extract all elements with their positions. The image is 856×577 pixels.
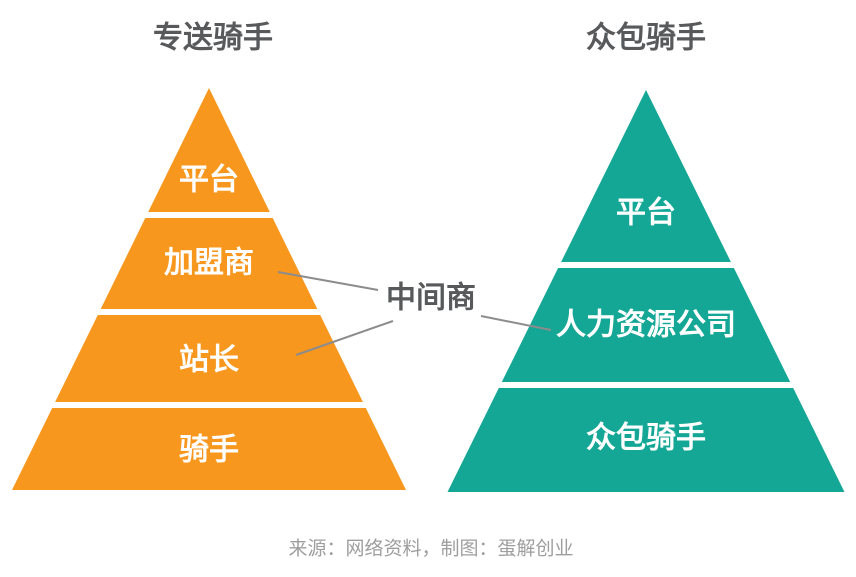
right-layer-crowdsourced-rider-shape bbox=[447, 388, 845, 492]
left-layer-franchisee-shape bbox=[100, 218, 318, 309]
middleman-label: 中间商 bbox=[386, 282, 476, 315]
left-layer-platform-label: 平台 bbox=[179, 163, 239, 197]
left-layer-rider-label: 骑手 bbox=[179, 434, 239, 467]
left-pyramid-title: 专送骑手 bbox=[153, 22, 273, 55]
connector-line-station-master bbox=[295, 320, 394, 356]
connector-line-hr-company bbox=[480, 315, 552, 331]
right-pyramid-title: 众包骑手 bbox=[586, 21, 706, 55]
right-layer-hr-company-shape bbox=[501, 268, 791, 382]
source-caption: 来源：网络资料，制图：蛋解创业 bbox=[288, 538, 573, 560]
right-layer-platform-shape bbox=[561, 90, 731, 262]
left-layer-rider-shape bbox=[12, 408, 406, 490]
left-layer-platform-shape bbox=[148, 88, 270, 212]
left-layer-franchisee-label: 加盟商 bbox=[164, 247, 254, 280]
connector-lines bbox=[277, 271, 552, 356]
left-pyramid: 平台 加盟商 站长 骑手 bbox=[12, 88, 406, 490]
connector-line-franchisee bbox=[277, 271, 379, 291]
left-layer-station-master-label: 站长 bbox=[179, 344, 239, 377]
right-layer-hr-company-label: 人力资源公司 bbox=[556, 309, 736, 342]
right-layer-crowdsourced-rider-label: 众包骑手 bbox=[586, 421, 706, 455]
right-pyramid: 平台 人力资源公司 众包骑手 bbox=[447, 90, 845, 492]
left-layer-station-master-shape bbox=[55, 315, 363, 402]
right-layer-platform-label: 平台 bbox=[616, 196, 676, 230]
